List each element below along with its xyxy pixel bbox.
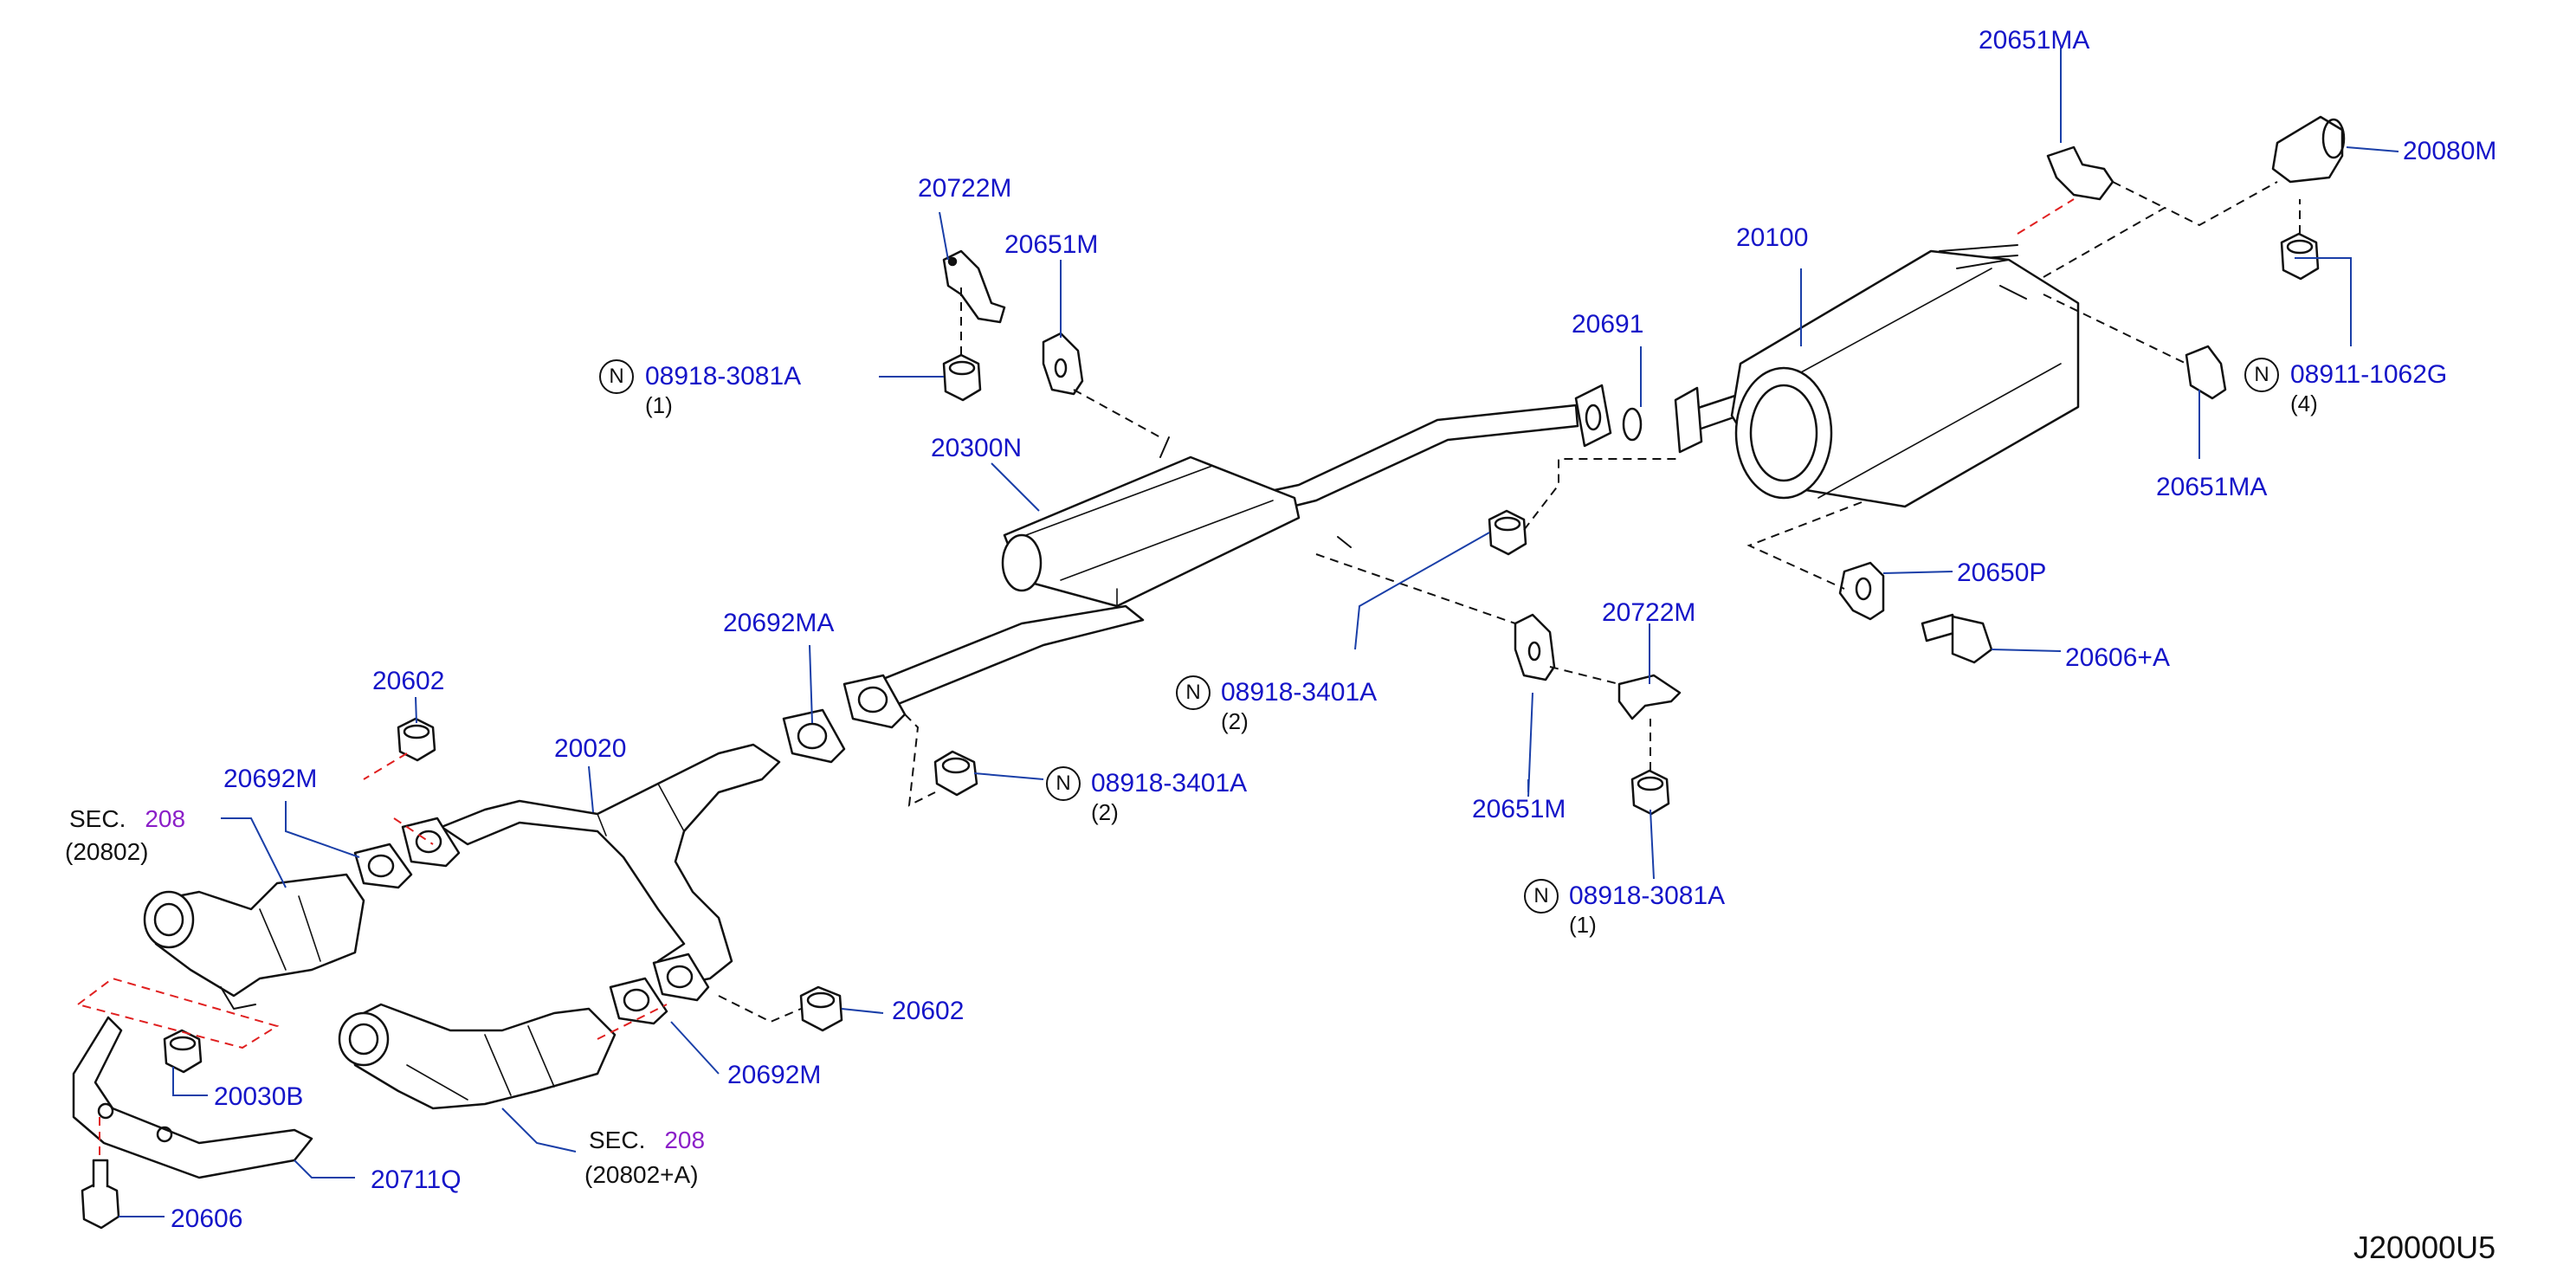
nut-08918-3081A-mid — [1630, 769, 1670, 816]
section-number: 208 — [664, 1127, 706, 1153]
flange-20691 — [1574, 384, 1703, 454]
nut-symbol-left: N — [1046, 766, 1081, 801]
clamp-20080M — [2271, 115, 2346, 184]
center-muffler — [1001, 436, 1352, 608]
label-20606A[interactable]: 20606+A — [2065, 643, 2170, 672]
main-muffler — [1730, 249, 2080, 508]
red-guides — [77, 198, 2075, 1160]
nut-20030B — [163, 1029, 203, 1074]
nut-08918-3081A-top — [942, 353, 982, 402]
label-20692M-right[interactable]: 20692M — [727, 1061, 822, 1089]
label-20711Q[interactable]: 20711Q — [371, 1166, 462, 1194]
label-20030B[interactable]: 20030B — [214, 1082, 304, 1111]
label-20722M-mid[interactable]: 20722M — [1602, 598, 1696, 627]
section-ref-left-code: (20802) — [65, 838, 149, 865]
label-08918-3401A-mid[interactable]: 08918-3401A — [1221, 678, 1378, 707]
qty-08918-3401A-mid: (2) — [1221, 708, 1249, 734]
nut-symbol-right: N — [2244, 358, 2279, 392]
qty-08918-3401A-left: (2) — [1091, 799, 1119, 825]
nut-08918-3401A-left — [933, 750, 978, 797]
section-prefix: SEC. — [69, 805, 126, 832]
hanger-20650P — [1838, 561, 1885, 621]
label-08918-3401A-left[interactable]: 08918-3401A — [1091, 769, 1248, 797]
bracket-20711Q — [72, 1016, 313, 1179]
label-20020[interactable]: 20020 — [554, 734, 627, 763]
label-20080M[interactable]: 20080M — [2403, 137, 2497, 165]
label-20100[interactable]: 20100 — [1736, 223, 1809, 252]
gasket-20692M-right — [609, 952, 710, 1025]
nut-symbol-top: N — [599, 359, 634, 394]
nut-08911-1062G — [2280, 232, 2320, 281]
bolt-20606A — [1921, 613, 1993, 664]
gasket-20692M-left — [353, 817, 461, 889]
hanger-20651M-mid — [1514, 613, 1556, 681]
catalytic-converter-left — [143, 873, 365, 1010]
label-20692MA[interactable]: 20692MA — [723, 609, 835, 637]
section-ref-left[interactable]: SEC. 208 — [69, 807, 185, 831]
section-ref-bottom-code: (20802+A) — [584, 1161, 699, 1188]
hanger-20722M-top — [942, 249, 1006, 324]
dashed-guides — [718, 181, 2301, 1023]
nut-20602-right — [799, 985, 843, 1032]
gasket-20692MA — [782, 708, 846, 764]
label-20300N[interactable]: 20300N — [931, 434, 1023, 462]
label-20606[interactable]: 20606 — [171, 1204, 243, 1233]
nut-20602-top — [397, 717, 436, 762]
front-y-pipe — [440, 743, 781, 989]
nut-symbol-mid: N — [1176, 675, 1211, 710]
nut-symbol-bottom: N — [1524, 879, 1559, 914]
label-20651M-top[interactable]: 20651M — [1004, 230, 1099, 259]
qty-08918-3081A-bottom: (1) — [1569, 912, 1597, 938]
qty-08918-3081A-top: (1) — [645, 392, 673, 418]
hanger-20651MA-right — [2185, 345, 2227, 400]
leader-lines — [119, 48, 2399, 1217]
label-20722M-top[interactable]: 20722M — [918, 174, 1012, 203]
flange-upper — [843, 674, 907, 729]
section-ref-bottom[interactable]: SEC. 208 — [589, 1128, 705, 1153]
diagram-code: J20000U5 — [2353, 1230, 2496, 1265]
label-20651MA-right[interactable]: 20651MA — [2156, 473, 2268, 501]
label-20602-top[interactable]: 20602 — [372, 667, 445, 695]
section-prefix: SEC. — [589, 1127, 646, 1153]
qty-08911-1062G: (4) — [2290, 391, 2318, 416]
hanger-20651M-top — [1042, 332, 1084, 396]
catalytic-converter-bottom — [338, 1003, 617, 1110]
nut-08918-3401A-mid — [1488, 509, 1527, 556]
bolt-20606 — [81, 1159, 120, 1230]
label-20651M-mid[interactable]: 20651M — [1472, 795, 1566, 823]
section-number: 208 — [145, 805, 186, 832]
label-20691[interactable]: 20691 — [1572, 310, 1644, 339]
label-20650P[interactable]: 20650P — [1957, 559, 2047, 587]
label-08918-3081A-top[interactable]: 08918-3081A — [645, 362, 802, 391]
label-20602-right[interactable]: 20602 — [892, 997, 965, 1025]
label-08918-3081A-bottom[interactable]: 08918-3081A — [1569, 881, 1726, 910]
hanger-20651MA-top — [2046, 145, 2114, 201]
hanger-20722M-mid — [1617, 674, 1682, 720]
label-20692M-left[interactable]: 20692M — [223, 765, 318, 793]
label-20651MA-top[interactable]: 20651MA — [1979, 26, 2090, 55]
label-08911-1062G[interactable]: 08911-1062G — [2290, 360, 2448, 389]
